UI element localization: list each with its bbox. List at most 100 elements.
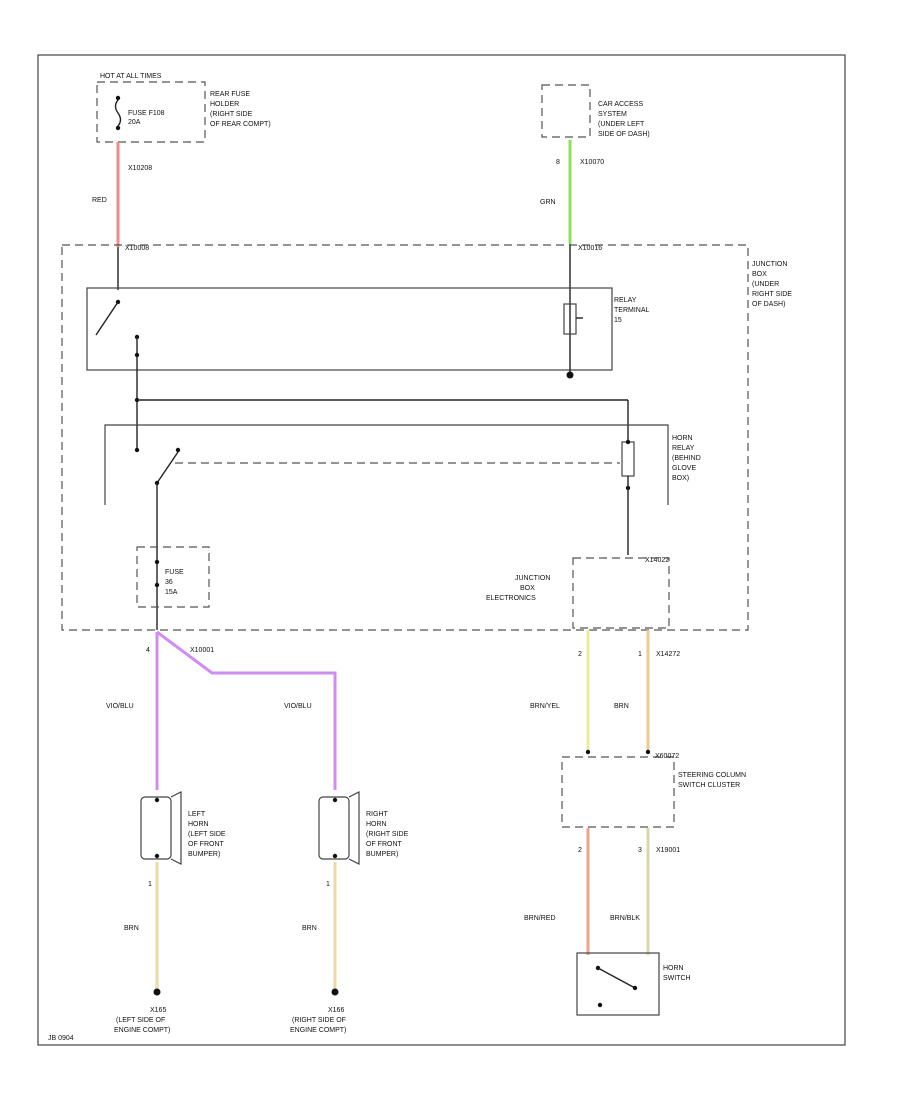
- connector-x14272: X14272: [656, 651, 680, 658]
- horn-relay-label-3: (BEHIND: [672, 455, 701, 462]
- rear-fuse-holder-label-3: (RIGHT SIDE: [210, 111, 253, 118]
- left-horn-label-5: BUMPER): [188, 851, 220, 858]
- jb-electronics-label-2: BOX: [520, 585, 535, 592]
- junction-box-label-2: BOX: [752, 271, 767, 278]
- fuse-36-terminal-top: [154, 559, 160, 565]
- ground-right-label-1: X166: [328, 1007, 344, 1014]
- junction-box-label-4: RIGHT SIDE: [752, 291, 792, 298]
- wire-red-label: RED: [92, 197, 107, 204]
- horn-switch-contact-c: [597, 1002, 603, 1008]
- connector-x10016: X10016: [578, 245, 602, 252]
- connector-x10008: X10008: [125, 245, 149, 252]
- left-horn-label-3: (LEFT SIDE: [188, 831, 226, 838]
- jb-electronics-label-3: ELECTRONICS: [486, 595, 536, 602]
- fuse-f108-label-1: FUSE F108: [128, 110, 165, 117]
- horn-switch-label-1: HORN: [663, 965, 684, 972]
- car-access-label-2: SYSTEM: [598, 111, 627, 118]
- horn-relay-box: [104, 424, 669, 505]
- fuse-36-terminal-bottom: [154, 582, 160, 588]
- fuse-36-label-1: FUSE: [165, 569, 184, 576]
- connector-x60072: X60072: [655, 753, 679, 760]
- pin-8: 8: [556, 159, 560, 166]
- wire-vioblu-right-label: VIO/BLU: [284, 703, 312, 710]
- left-horn-icon: [140, 791, 182, 865]
- wire-vioblu-right: [156, 630, 337, 790]
- horn-relay-label-5: BOX): [672, 475, 689, 482]
- steering-pin-right: [645, 749, 651, 755]
- pin-3: 3: [638, 847, 642, 854]
- rear-fuse-holder-box: [96, 81, 206, 143]
- right-horn-label-1: RIGHT: [366, 811, 389, 818]
- right-horn-label-5: BUMPER): [366, 851, 398, 858]
- junction-box-label-1: JUNCTION: [752, 261, 787, 268]
- junction-box-label-3: (UNDER: [752, 281, 779, 288]
- horn-relay-coil: [621, 441, 635, 477]
- fuse-36-label-3: 15A: [165, 589, 178, 596]
- horn-relay-switch-in: [134, 447, 140, 453]
- ground-left-icon: [153, 988, 161, 996]
- right-horn-label-4: OF FRONT: [366, 841, 402, 848]
- ground-left-label-3: ENGINE COMPT): [114, 1027, 170, 1034]
- fuse-f108-terminal-top: [115, 95, 121, 101]
- wire-grn-label: GRN: [540, 199, 556, 206]
- relay-terminal-15-box: [86, 287, 613, 371]
- car-access-label-1: CAR ACCESS: [598, 101, 643, 108]
- left-horn-label-2: HORN: [188, 821, 209, 828]
- wire-brnred-label: BRN/RED: [524, 915, 556, 922]
- right-horn-label-3: (RIGHT SIDE: [366, 831, 409, 838]
- rear-fuse-holder-label-2: HOLDER: [210, 101, 239, 108]
- wire-brnblk-label: BRN/BLK: [610, 915, 640, 922]
- horn-relay-label-2: RELAY: [672, 445, 695, 452]
- hot-label: HOT AT ALL TIMES: [100, 73, 162, 80]
- pin-4: 4: [146, 647, 150, 654]
- horn-switch-contact-b: [632, 985, 638, 991]
- connector-x19001: X19001: [656, 847, 680, 854]
- fuse-f108-terminal-bottom: [115, 125, 121, 131]
- horn-switch-blade: [597, 967, 636, 989]
- horn-relay-switch-contact: [175, 447, 181, 453]
- fuse-36-box: [136, 546, 210, 608]
- relay-terminal-label-1: RELAY: [614, 297, 637, 304]
- fuse-f108-label-2: 20A: [128, 119, 141, 126]
- ground-right-icon: [331, 988, 339, 996]
- wire-brnyel-label: BRN/YEL: [530, 703, 560, 710]
- steering-pin-left: [585, 749, 591, 755]
- horn-switch-box: [576, 952, 660, 1016]
- jb-electronics-box: [572, 557, 670, 629]
- pin-1b: 1: [148, 881, 152, 888]
- left-horn-label-1: LEFT: [188, 811, 206, 818]
- steering-column-label-1: STEERING COLUMN: [678, 772, 746, 779]
- relay-terminal-label-3: 15: [614, 317, 622, 324]
- ground-left-label-2: (LEFT SIDE OF: [116, 1017, 165, 1024]
- left-horn-label-4: OF FRONT: [188, 841, 224, 848]
- pin-1c: 1: [326, 881, 330, 888]
- relay-ground-dot: [566, 371, 574, 379]
- relay-switch-blade: [95, 301, 119, 336]
- fuse-f108-symbol: [114, 99, 122, 127]
- right-horn-icon: [318, 791, 360, 865]
- connector-x10001: X10001: [190, 647, 214, 654]
- ground-left-label-1: X165: [150, 1007, 166, 1014]
- junction-box-outline: [61, 244, 749, 631]
- horn-relay-label-4: GLOVE: [672, 465, 696, 472]
- steering-column-box: [561, 756, 675, 828]
- steering-column-label-2: SWITCH CLUSTER: [678, 782, 740, 789]
- ground-right-label-3: ENGINE COMPT): [290, 1027, 346, 1034]
- connector-x14022: X14022: [645, 557, 669, 564]
- footer-code: JB 0904: [48, 1035, 74, 1042]
- horn-relay-coil-top: [625, 439, 631, 445]
- relay-coil: [563, 303, 577, 335]
- junction-box-label-5: OF DASH): [752, 301, 785, 308]
- car-access-box: [541, 84, 591, 138]
- ground-right-label-2: (RIGHT SIDE OF: [292, 1017, 346, 1024]
- splice-dot-1: [134, 352, 140, 358]
- outer-frame: [37, 54, 846, 1046]
- rear-fuse-holder-label-4: OF REAR COMPT): [210, 121, 271, 128]
- car-access-label-4: SIDE OF DASH): [598, 131, 650, 138]
- rear-fuse-holder-label-1: REAR FUSE: [210, 91, 250, 98]
- relay-terminal-label-2: TERMINAL: [614, 307, 650, 314]
- pin-2a: 2: [578, 651, 582, 658]
- horn-relay-switch-blade: [156, 451, 179, 484]
